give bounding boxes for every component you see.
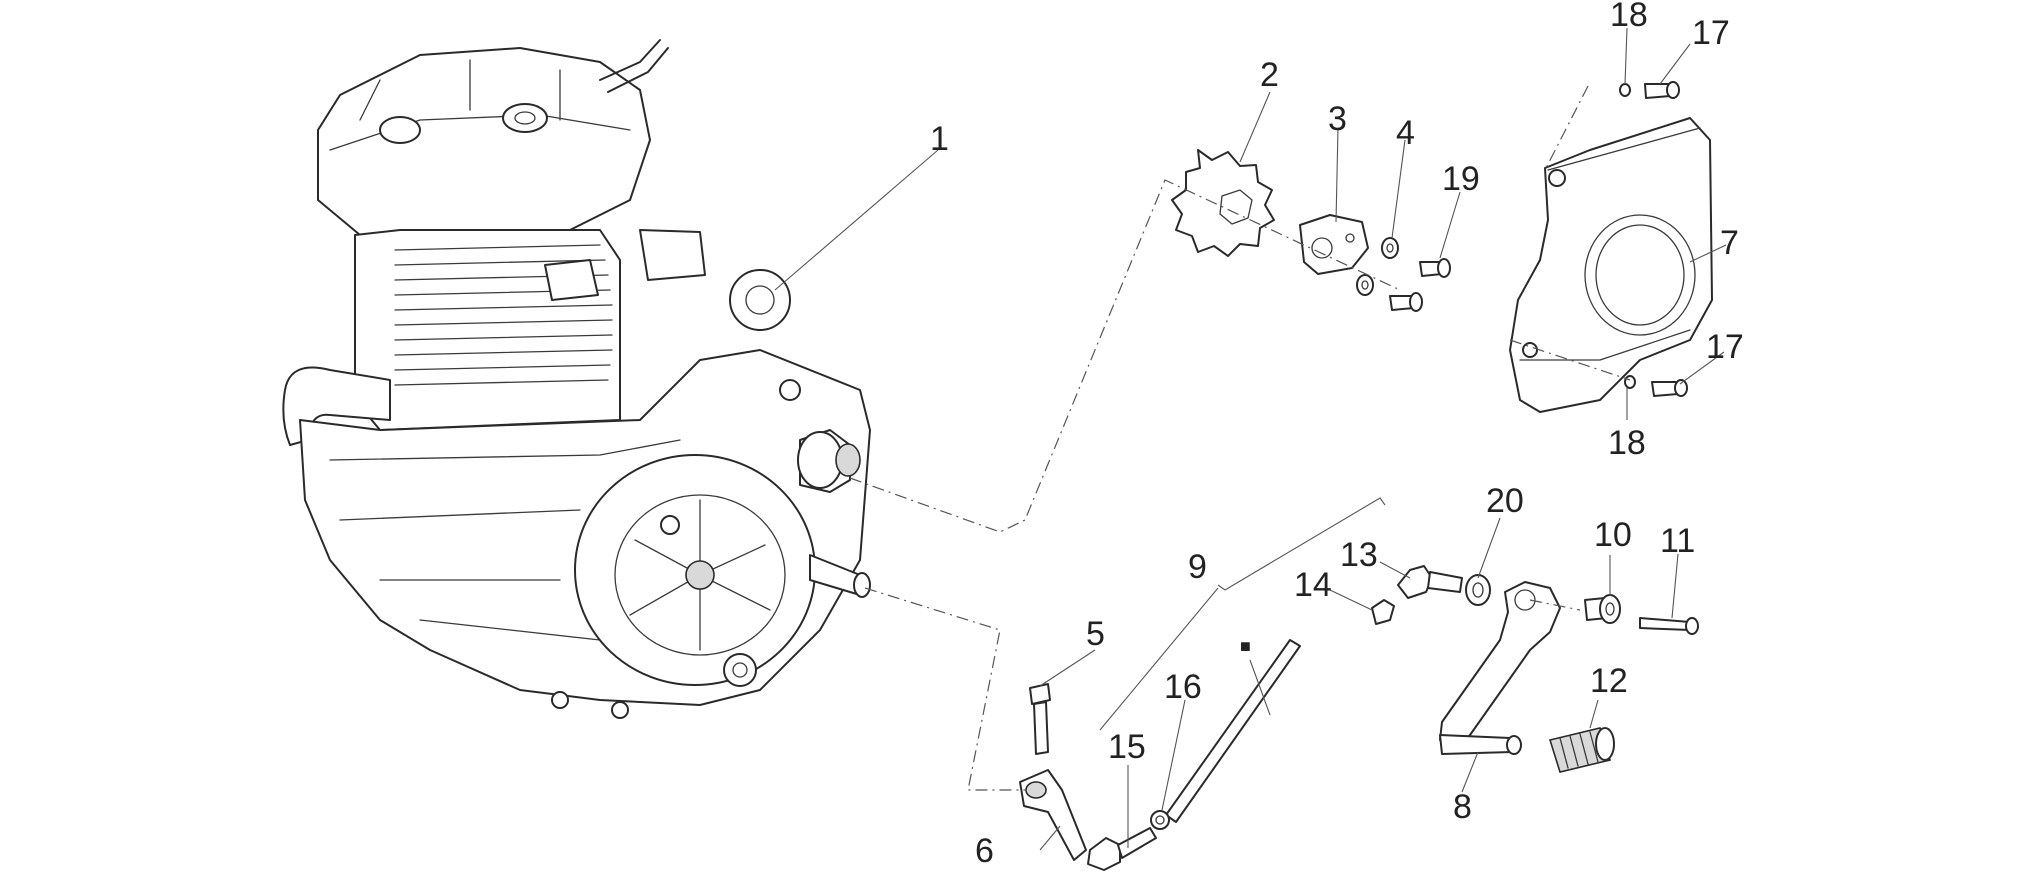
callout-10: 10 — [1594, 516, 1632, 554]
callout-19: 19 — [1442, 160, 1480, 198]
callout-1: 1 — [930, 120, 949, 158]
callout-9: 9 — [1188, 548, 1207, 586]
callout-5: 5 — [1086, 615, 1105, 653]
callout-4: 4 — [1396, 114, 1415, 152]
callout-13: 13 — [1340, 536, 1378, 574]
shift-rod-end-lower — [1087, 827, 1157, 871]
shift-pedal-washer — [1465, 574, 1491, 606]
callout-12: 12 — [1590, 662, 1628, 700]
shift-rod-end-upper — [1371, 565, 1463, 625]
shift-lever-clamp — [1019, 769, 1087, 861]
engine-assembly — [282, 39, 871, 719]
sprocket-bolts — [1389, 258, 1451, 312]
clamp-bolt — [1029, 683, 1051, 755]
callout-20: 20 — [1486, 482, 1524, 520]
sprocket-cover — [1509, 81, 1713, 413]
callout-11: 11 — [1660, 522, 1695, 560]
washers — [1356, 237, 1399, 296]
callout-18-top: 18 — [1610, 0, 1648, 34]
pivot-bushing — [1584, 594, 1621, 624]
callout-8: 8 — [1453, 788, 1472, 826]
front-sprocket — [1171, 149, 1275, 257]
callout-7: 7 — [1720, 224, 1739, 262]
callout-6: 6 — [975, 832, 994, 870]
pedal-rubber — [1548, 727, 1615, 773]
callout-2: 2 — [1260, 56, 1279, 94]
lock-plate — [1299, 214, 1369, 275]
callout-16: 16 — [1164, 668, 1202, 706]
shift-pedal — [1439, 581, 1561, 755]
leader-lines — [774, 27, 1727, 851]
callout-3: 3 — [1328, 100, 1347, 138]
callouts: 1 2 3 4 5 6 7 8 9 10 11 12 13 14 15 16 1… — [930, 0, 1744, 870]
callout-15: 15 — [1108, 728, 1146, 766]
callout-18-bottom: 18 — [1608, 424, 1646, 462]
marker-square: ■ — [1240, 636, 1251, 656]
pivot-bolt — [1639, 617, 1699, 635]
shift-rod — [1150, 639, 1301, 830]
callout-17-top: 17 — [1692, 14, 1730, 52]
callout-17-bottom: 17 — [1706, 328, 1744, 366]
callout-14: 14 — [1294, 566, 1332, 604]
assembly-paths — [849, 85, 1631, 791]
